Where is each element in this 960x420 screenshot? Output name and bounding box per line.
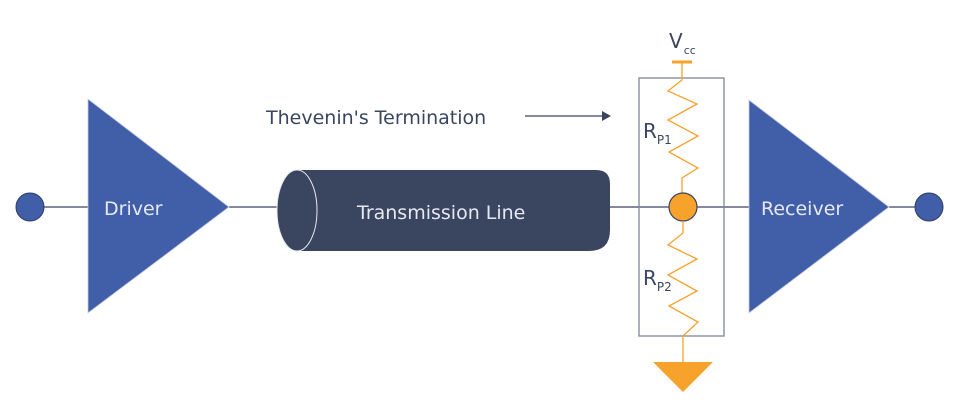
transmission-line-label: Transmission Line — [356, 202, 525, 224]
resistor-rp1 — [666, 79, 700, 194]
vcc-label: Vcc — [669, 29, 696, 57]
transmission-line-end — [276, 169, 318, 252]
receiver-buffer — [748, 99, 890, 314]
transmission-line-body — [297, 170, 610, 251]
resistor-rp2 — [666, 221, 700, 337]
driver-label: Driver — [104, 198, 163, 220]
rp1-label: RP1 — [643, 119, 672, 147]
receiver-label: Receiver — [761, 198, 843, 220]
termination-label: Thevenin's Termination — [265, 107, 486, 129]
input-terminal — [15, 192, 45, 222]
rp2-label: RP2 — [643, 266, 672, 294]
junction-node — [668, 192, 698, 222]
termination-arrow-head — [602, 111, 611, 121]
output-terminal — [914, 192, 944, 222]
driver-buffer — [87, 98, 230, 314]
ground-symbol — [653, 362, 713, 392]
